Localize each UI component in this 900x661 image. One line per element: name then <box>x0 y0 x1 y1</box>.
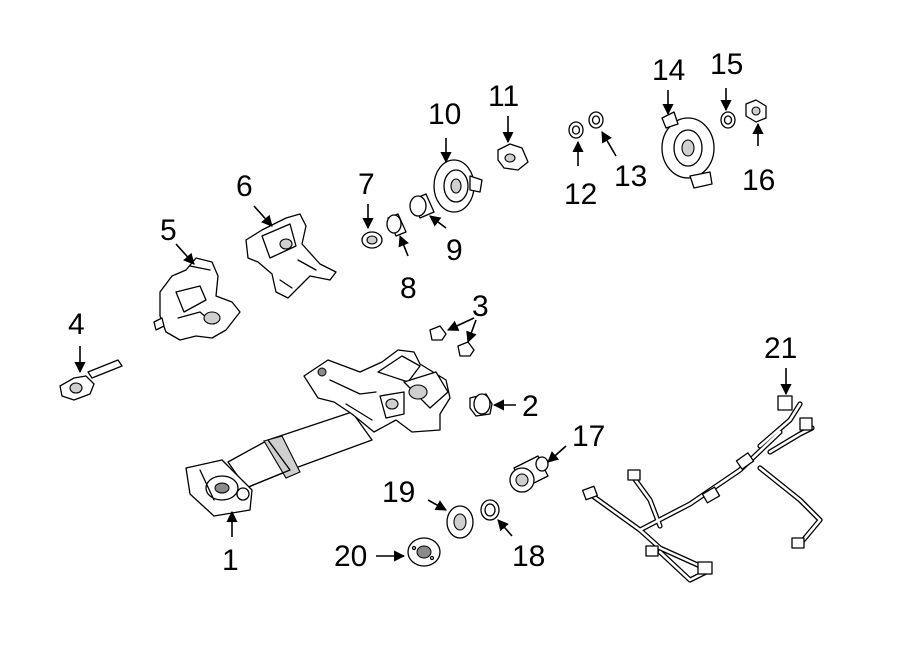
shaft-part <box>59 359 123 401</box>
callout-17-label: 17 <box>572 420 605 453</box>
clips-part <box>429 325 475 357</box>
callout-3-label: 3 <box>472 290 489 323</box>
column-jacket-part <box>185 349 451 517</box>
cap-17-part <box>509 455 549 493</box>
washer-12-part <box>568 121 584 139</box>
sleeve-9-part <box>409 193 435 219</box>
callout-2-label: 2 <box>522 390 539 423</box>
bearing-7-part <box>361 231 383 249</box>
callout-14-label: 14 <box>652 54 685 87</box>
o-ring-18-part <box>480 499 500 521</box>
wiring-harness-part <box>582 395 823 583</box>
callout-21-label: 21 <box>764 332 797 365</box>
callout-8-label: 8 <box>400 272 417 305</box>
callout-15-label: 15 <box>710 48 743 81</box>
nut-16-part <box>745 99 767 123</box>
connector-11-part <box>497 143 529 171</box>
callout-4-label: 4 <box>68 308 85 341</box>
washer-13-part <box>588 111 604 129</box>
plate-10-part <box>433 159 483 213</box>
ring-15-part <box>720 111 736 129</box>
callout-5-label: 5 <box>160 214 177 247</box>
bolt-part <box>469 393 493 417</box>
callout-11-label: 11 <box>488 80 519 113</box>
callout-7-label: 7 <box>358 168 375 201</box>
bushing-8-part <box>386 213 407 237</box>
lock-housing-part <box>153 257 241 341</box>
callout-9-label: 9 <box>446 234 463 267</box>
seal-19-part <box>446 505 474 539</box>
callout-20-label: 20 <box>334 540 367 573</box>
callout-1-label: 1 <box>222 544 239 577</box>
bearing-plate-20-part <box>407 537 441 567</box>
callout-18-label: 18 <box>512 540 545 573</box>
support-bracket-part <box>245 213 337 299</box>
callout-19-label: 19 <box>382 476 415 509</box>
callout-10-label: 10 <box>428 98 461 131</box>
callout-12-label: 12 <box>564 178 597 211</box>
switch-14-part <box>661 111 715 189</box>
callout-16-label: 16 <box>742 164 775 197</box>
callout-13-label: 13 <box>614 160 647 193</box>
callout-6-label: 6 <box>236 170 253 203</box>
